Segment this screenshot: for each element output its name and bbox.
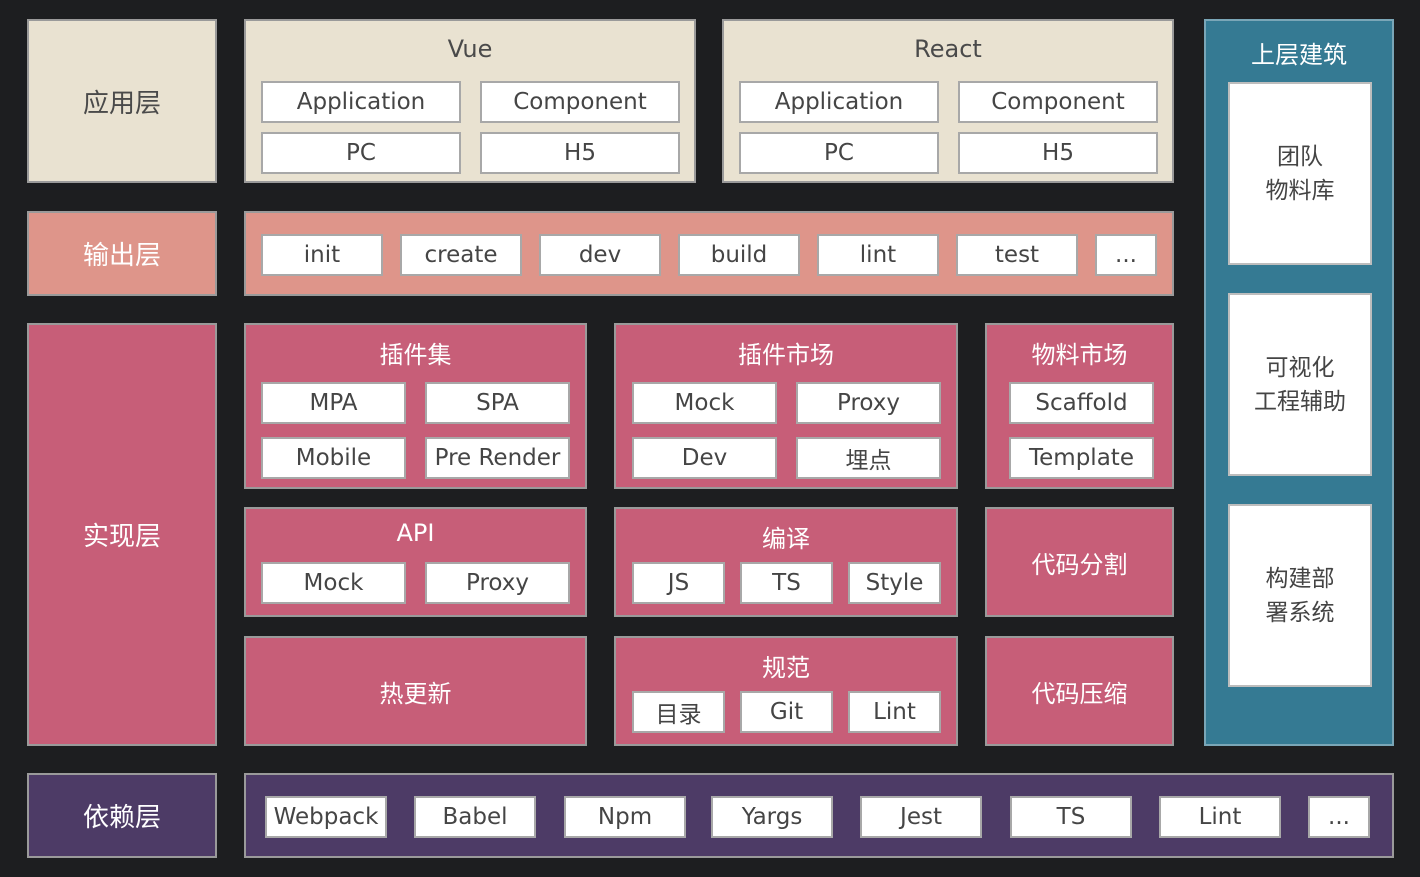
api-proxy: Proxy <box>425 562 570 604</box>
dep-more: ... <box>1308 796 1370 838</box>
plugin-market-panel: 插件市场 Mock Proxy Dev 埋点 <box>614 323 958 489</box>
team-material-library-card: 团队 物料库 <box>1228 82 1372 265</box>
code-split-label: 代码分割 <box>1031 550 1128 579</box>
material-template: Template <box>1009 437 1154 479</box>
code-compress-panel: 代码压缩 <box>985 636 1174 746</box>
cmd-more: ... <box>1095 234 1157 276</box>
output-panel: init create dev build lint test ... <box>244 211 1174 296</box>
dep-lint: Lint <box>1159 796 1281 838</box>
output-layer-label: 输出层 <box>27 211 217 296</box>
compile-panel: 编译 JS TS Style <box>614 507 958 617</box>
react-panel: React Application Component PC H5 <box>722 19 1174 183</box>
vue-component-cell: Component <box>480 81 680 123</box>
react-h5-cell: H5 <box>958 132 1158 174</box>
standards-dir: 目录 <box>632 691 725 733</box>
dep-ts: TS <box>1010 796 1132 838</box>
visual-engineering-card: 可视化 工程辅助 <box>1228 293 1372 476</box>
code-split-panel: 代码分割 <box>985 507 1174 617</box>
plugins-panel: 插件集 MPA SPA Mobile Pre Render <box>244 323 587 489</box>
plugin-spa: SPA <box>425 382 570 424</box>
upper-title: 上层建筑 <box>1251 41 1347 69</box>
market-tracking: 埋点 <box>796 437 941 479</box>
api-mock: Mock <box>261 562 406 604</box>
plugin-mobile: Mobile <box>261 437 406 479</box>
vue-application-cell: Application <box>261 81 461 123</box>
dep-babel: Babel <box>414 796 536 838</box>
material-market-title: 物料市场 <box>1031 341 1128 369</box>
standards-title: 规范 <box>762 654 810 682</box>
react-component-cell: Component <box>958 81 1158 123</box>
hot-reload-label: 热更新 <box>379 679 452 708</box>
vue-panel: Vue Application Component PC H5 <box>244 19 696 183</box>
plugin-market-title: 插件市场 <box>738 341 834 369</box>
cmd-test: test <box>956 234 1078 276</box>
upper-panel: 上层建筑 团队 物料库 可视化 工程辅助 构建部 署系统 <box>1204 19 1394 746</box>
market-dev: Dev <box>632 437 777 479</box>
vue-h5-cell: H5 <box>480 132 680 174</box>
cmd-build: build <box>678 234 800 276</box>
dep-layer-label: 依赖层 <box>27 773 217 858</box>
compile-title: 编译 <box>762 525 810 553</box>
dependency-panel: Webpack Babel Npm Yargs Jest TS Lint ... <box>244 773 1394 858</box>
dep-yargs: Yargs <box>711 796 833 838</box>
plugins-title: 插件集 <box>379 341 452 369</box>
compile-ts: TS <box>740 562 833 604</box>
material-scaffold: Scaffold <box>1009 382 1154 424</box>
plugin-mpa: MPA <box>261 382 406 424</box>
cmd-init: init <box>261 234 383 276</box>
hot-reload-panel: 热更新 <box>244 636 587 746</box>
material-market-panel: 物料市场 Scaffold Template <box>985 323 1174 489</box>
react-title: React <box>914 35 982 63</box>
vue-title: Vue <box>447 35 493 63</box>
impl-layer-label: 实现层 <box>27 323 217 746</box>
cmd-dev: dev <box>539 234 661 276</box>
cmd-lint: lint <box>817 234 939 276</box>
vue-pc-cell: PC <box>261 132 461 174</box>
standards-lint: Lint <box>848 691 941 733</box>
market-mock: Mock <box>632 382 777 424</box>
app-layer-label: 应用层 <box>27 19 217 183</box>
standards-panel: 规范 目录 Git Lint <box>614 636 958 746</box>
code-compress-label: 代码压缩 <box>1031 679 1128 708</box>
compile-js: JS <box>632 562 725 604</box>
compile-style: Style <box>848 562 941 604</box>
market-proxy: Proxy <box>796 382 941 424</box>
dep-npm: Npm <box>564 796 686 838</box>
react-pc-cell: PC <box>739 132 939 174</box>
dep-webpack: Webpack <box>265 796 387 838</box>
api-title: API <box>396 519 435 547</box>
build-deploy-system-card: 构建部 署系统 <box>1228 504 1372 687</box>
api-panel: API Mock Proxy <box>244 507 587 617</box>
react-application-cell: Application <box>739 81 939 123</box>
cmd-create: create <box>400 234 522 276</box>
dep-jest: Jest <box>860 796 982 838</box>
standards-git: Git <box>740 691 833 733</box>
plugin-pre-render: Pre Render <box>425 437 570 479</box>
